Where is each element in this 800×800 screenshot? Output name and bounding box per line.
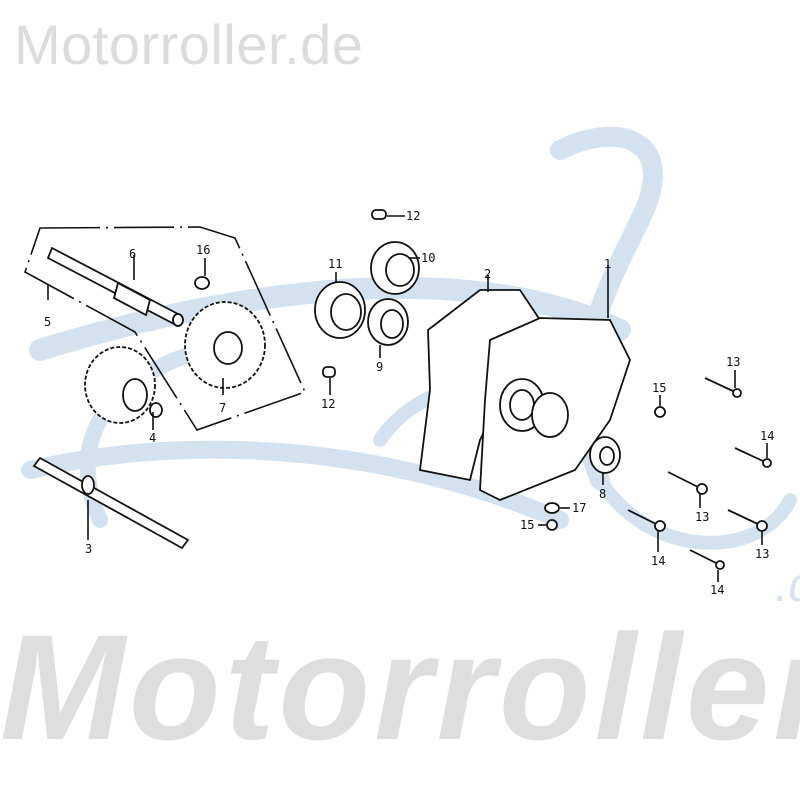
watermark-swoosh (21, 126, 797, 550)
label-5: 5 (44, 315, 51, 329)
label-13-c: 13 (755, 547, 769, 561)
label-12-top: 12 (406, 209, 420, 223)
part-3-shaft (32, 456, 190, 550)
watermark-bottom: Motorroller (0, 603, 800, 771)
label-15-b: 15 (520, 518, 534, 532)
assembly-frame (24, 226, 307, 431)
label-1: 1 (604, 257, 611, 271)
label-9: 9 (376, 360, 383, 374)
label-13-b: 13 (695, 510, 709, 524)
label-17: 17 (572, 501, 586, 515)
label-6: 6 (129, 247, 136, 261)
label-10: 10 (421, 251, 435, 265)
label-12-bottom: 12 (321, 397, 335, 411)
part-12-pin-bottom (322, 366, 336, 378)
part-4-gear (84, 346, 163, 424)
part-16-clip (194, 276, 210, 290)
label-14-a: 14 (760, 429, 774, 443)
label-7: 7 (219, 401, 226, 415)
label-14-c: 14 (710, 583, 724, 597)
part-7-gear (184, 301, 266, 389)
part-11-bearing (314, 281, 366, 339)
label-8: 8 (599, 487, 606, 501)
label-2: 2 (484, 267, 491, 281)
label-13-a: 13 (726, 355, 740, 369)
watermark-top: Motorroller.de (14, 13, 364, 76)
watermark-suffix: .de (775, 559, 800, 612)
part-10-bearing (370, 241, 420, 295)
leader-lines (47, 215, 768, 582)
bolts (544, 377, 772, 570)
label-11: 11 (328, 257, 342, 271)
label-14-b: 14 (651, 554, 665, 568)
label-15-a: 15 (652, 381, 666, 395)
part-8-seal (589, 436, 621, 474)
label-3: 3 (85, 542, 92, 556)
part-12-pin-top (371, 209, 387, 220)
label-16: 16 (196, 243, 210, 257)
part-5-shaft (46, 246, 184, 327)
part-1-cover (479, 317, 631, 501)
label-4: 4 (149, 431, 156, 445)
part-9-bearing (367, 298, 409, 346)
part-labels: 1 2 3 4 5 6 7 8 9 10 11 12 12 13 13 13 1… (44, 209, 774, 597)
